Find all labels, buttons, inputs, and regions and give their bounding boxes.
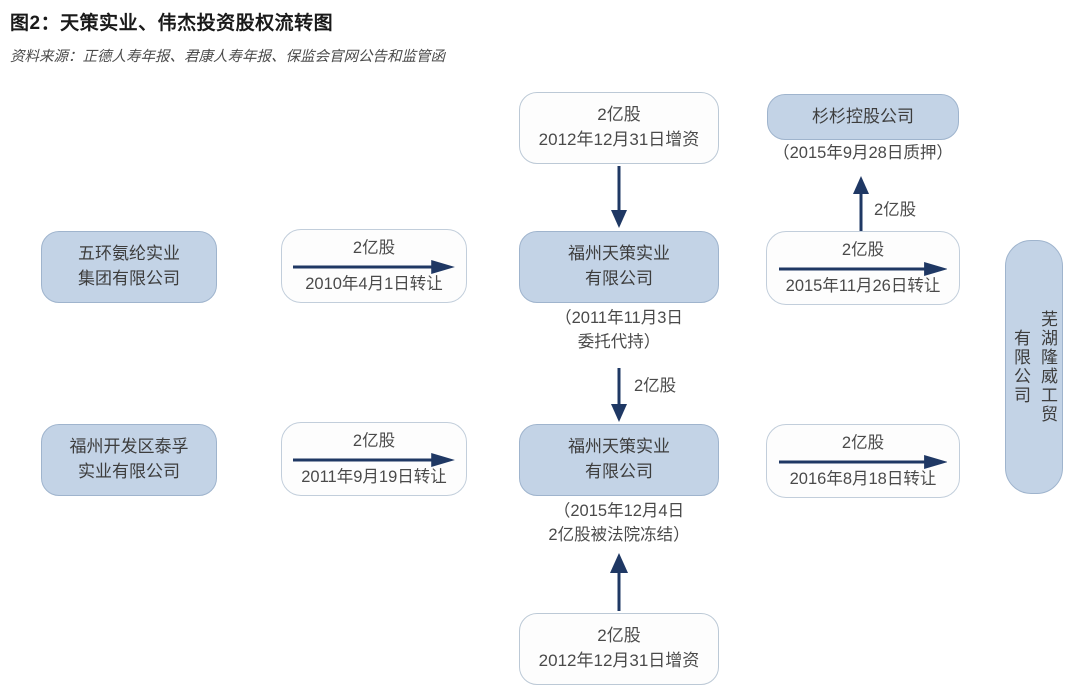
note-tiance-court-freeze: （2015年12月4日 2亿股被法院冻结） — [548, 502, 690, 544]
transfer-2011-09-19[interactable]: 2亿股 2011年9月19日转让 — [281, 422, 467, 496]
transfer-shares-label: 2亿股 — [352, 432, 396, 450]
transfer-date-label: 2011年9月19日转让 — [301, 467, 447, 486]
connector-mid-down-label: 2亿股 — [634, 377, 677, 395]
node-bottom-capital-increase[interactable]: 2亿股 2012年12月31日增资 — [519, 613, 719, 685]
note-tiance-entrusted-holding: （2011年11月3日 委托代持） — [555, 309, 683, 351]
arrow-right-icon — [778, 261, 948, 276]
node-fuzhou-taifu[interactable]: 福州开发区泰孚 实业有限公司 — [41, 424, 217, 496]
node-wuhu-longwei-col2: 有限公司 — [1011, 329, 1030, 405]
note-shanshan-pledge: （2015年9月28日质押） — [773, 144, 953, 162]
connector-bottom-up — [605, 553, 633, 611]
arrow-right-icon — [293, 259, 455, 274]
node-fuzhou-tiance-upper[interactable]: 福州天策实业 有限公司 — [519, 231, 719, 303]
connector-pledge-up-label: 2亿股 — [874, 201, 917, 219]
transfer-date-label: 2015年11月26日转让 — [785, 276, 941, 295]
transfer-date-label: 2010年4月1日转让 — [305, 274, 443, 293]
header: 图2：天策实业、伟杰投资股权流转图 资料来源：正德人寿年报、君康人寿年报、保监会… — [10, 8, 1070, 66]
arrow-right-icon — [778, 454, 948, 469]
node-fuzhou-tiance-lower[interactable]: 福州天策实业 有限公司 — [519, 424, 719, 496]
transfer-2010-04-01[interactable]: 2亿股 2010年4月1日转让 — [281, 229, 467, 303]
arrow-right-icon — [293, 452, 455, 467]
page-title: 图2：天策实业、伟杰投资股权流转图 — [10, 13, 334, 34]
transfer-shares-label: 2亿股 — [352, 239, 396, 257]
connector-mid-down — [605, 368, 633, 424]
node-wuhu-longwei[interactable]: 芜湖隆威工贸 有限公司 — [1005, 240, 1063, 494]
transfer-2015-11-26[interactable]: 2亿股 2015年11月26日转让 — [766, 231, 960, 305]
node-wuhu-longwei-col1: 芜湖隆威工贸 — [1038, 310, 1057, 424]
node-shanshan-holding[interactable]: 杉杉控股公司 — [767, 94, 959, 140]
transfer-date-label: 2016年8月18日转让 — [789, 469, 937, 488]
node-wuhuan-spandex[interactable]: 五环氨纶实业 集团有限公司 — [41, 231, 217, 303]
connector-top-down — [605, 166, 633, 230]
source-note: 资料来源：正德人寿年报、君康人寿年报、保监会官网公告和监管函 — [10, 49, 445, 65]
transfer-shares-label: 2亿股 — [841, 241, 885, 259]
transfer-2016-08-18[interactable]: 2亿股 2016年8月18日转让 — [766, 424, 960, 498]
node-top-capital-increase[interactable]: 2亿股 2012年12月31日增资 — [519, 92, 719, 164]
transfer-shares-label: 2亿股 — [841, 434, 885, 452]
connector-pledge-up — [847, 176, 875, 234]
